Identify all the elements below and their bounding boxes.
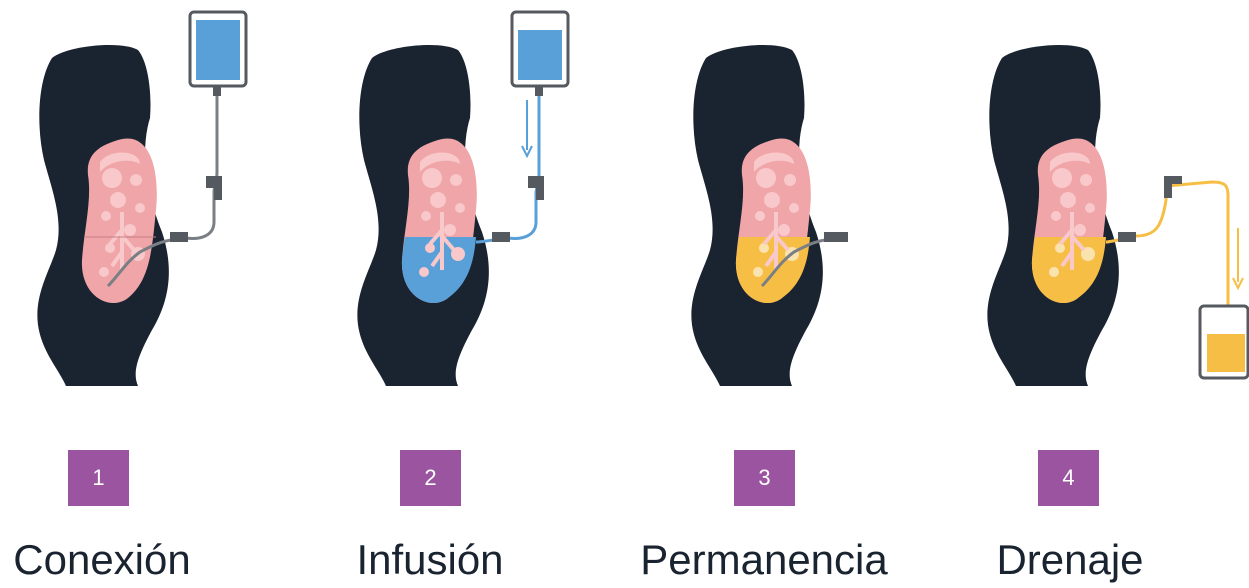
step-label: Permanencia	[634, 536, 894, 584]
step-number-badge: 1	[68, 450, 129, 506]
step-label: Drenaje	[940, 536, 1200, 584]
infusion-illustration	[320, 0, 632, 430]
drainage-bag-fluid	[1207, 334, 1245, 372]
step-label: Infusión	[300, 536, 560, 584]
drenaje-illustration	[950, 0, 1249, 430]
step-number-badge: 2	[400, 450, 461, 506]
connector-clamp	[1164, 176, 1182, 198]
step-label: Conexión	[0, 536, 232, 584]
tube	[186, 96, 217, 238]
step-2: 2 Infusión	[320, 0, 632, 588]
step-number-badge: 3	[734, 450, 795, 506]
step-3: 3 Permanencia	[654, 0, 966, 588]
conexion-illustration	[0, 0, 312, 430]
connector-clamp	[206, 176, 222, 200]
step-number-badge: 4	[1038, 450, 1099, 506]
step-4: 4 Drenaje	[950, 0, 1249, 588]
connector-clamp	[528, 176, 544, 200]
tube	[508, 96, 539, 238]
permanencia-illustration	[654, 0, 966, 430]
step-1: 1 Conexión	[0, 0, 312, 588]
drain-tube	[1136, 182, 1228, 308]
bag-fluid	[196, 20, 240, 80]
bag-fluid	[518, 30, 562, 80]
